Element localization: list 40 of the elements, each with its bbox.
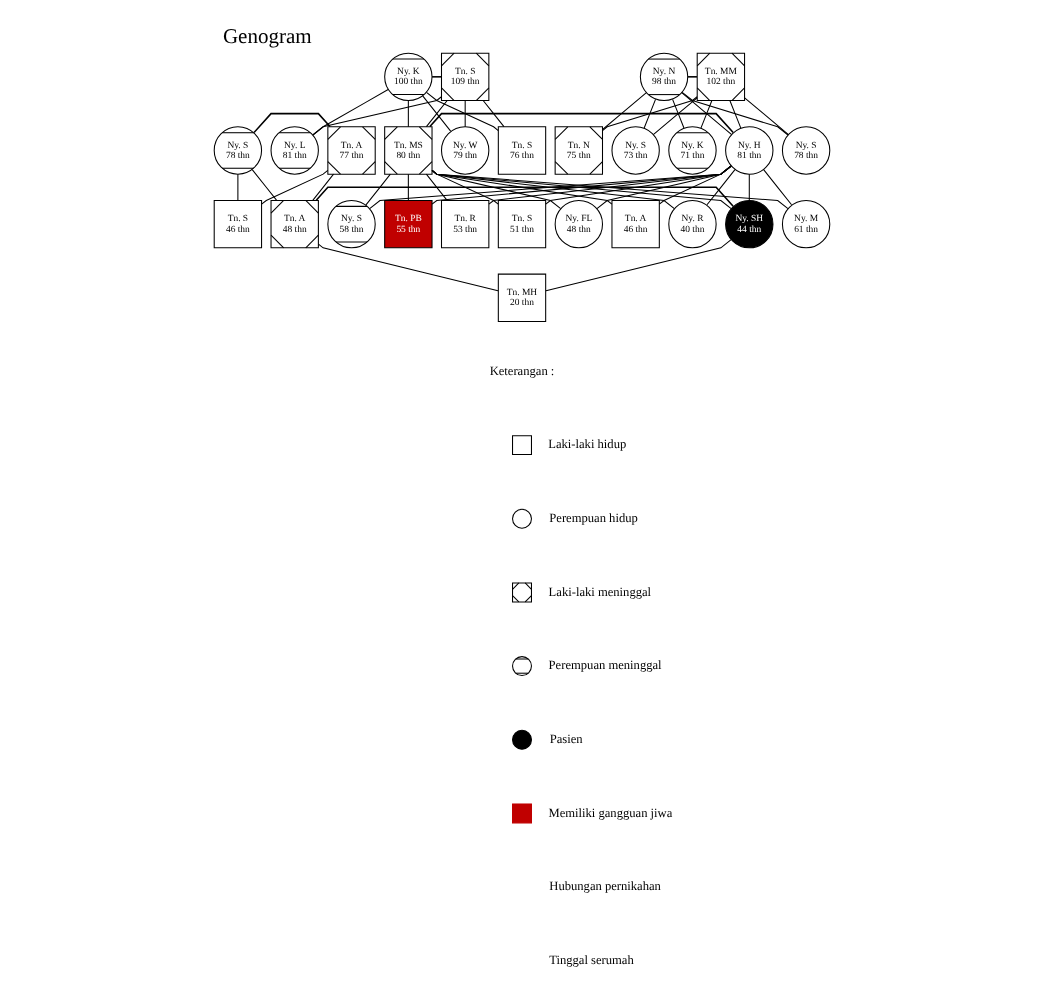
connector: [430, 76, 442, 78]
connector: [430, 169, 674, 210]
connector: [762, 169, 792, 206]
connector: [316, 243, 498, 292]
connector: [406, 100, 408, 128]
connector: [747, 173, 749, 201]
connector: [424, 173, 447, 201]
connector: [311, 173, 334, 201]
connector: [705, 169, 735, 206]
connector: [601, 92, 646, 130]
connector: [428, 112, 733, 134]
connector: [743, 97, 788, 136]
connector: [406, 173, 408, 201]
connector: [425, 91, 498, 132]
connector: [680, 91, 788, 136]
connector: [311, 96, 441, 136]
connector: [487, 165, 731, 205]
connector: [651, 97, 697, 136]
connector: [680, 92, 732, 136]
connector: [481, 100, 504, 128]
connector: [601, 96, 697, 132]
connector: [544, 165, 731, 205]
connector: [260, 169, 328, 205]
connector: [250, 169, 276, 201]
connector: [544, 239, 731, 292]
connector: [364, 173, 390, 206]
connector: [728, 100, 741, 129]
connector: [642, 98, 656, 129]
connector: [595, 165, 731, 210]
connector: [657, 165, 731, 205]
connector: [699, 100, 712, 129]
connector: [368, 165, 731, 210]
connector: [430, 169, 788, 210]
connector: [686, 76, 697, 78]
connector: [463, 100, 465, 128]
connector: [314, 186, 733, 207]
connector: [236, 173, 238, 201]
connector: [671, 98, 684, 129]
connector: [252, 112, 330, 134]
diagram-title: Genogram: [221, 26, 311, 49]
